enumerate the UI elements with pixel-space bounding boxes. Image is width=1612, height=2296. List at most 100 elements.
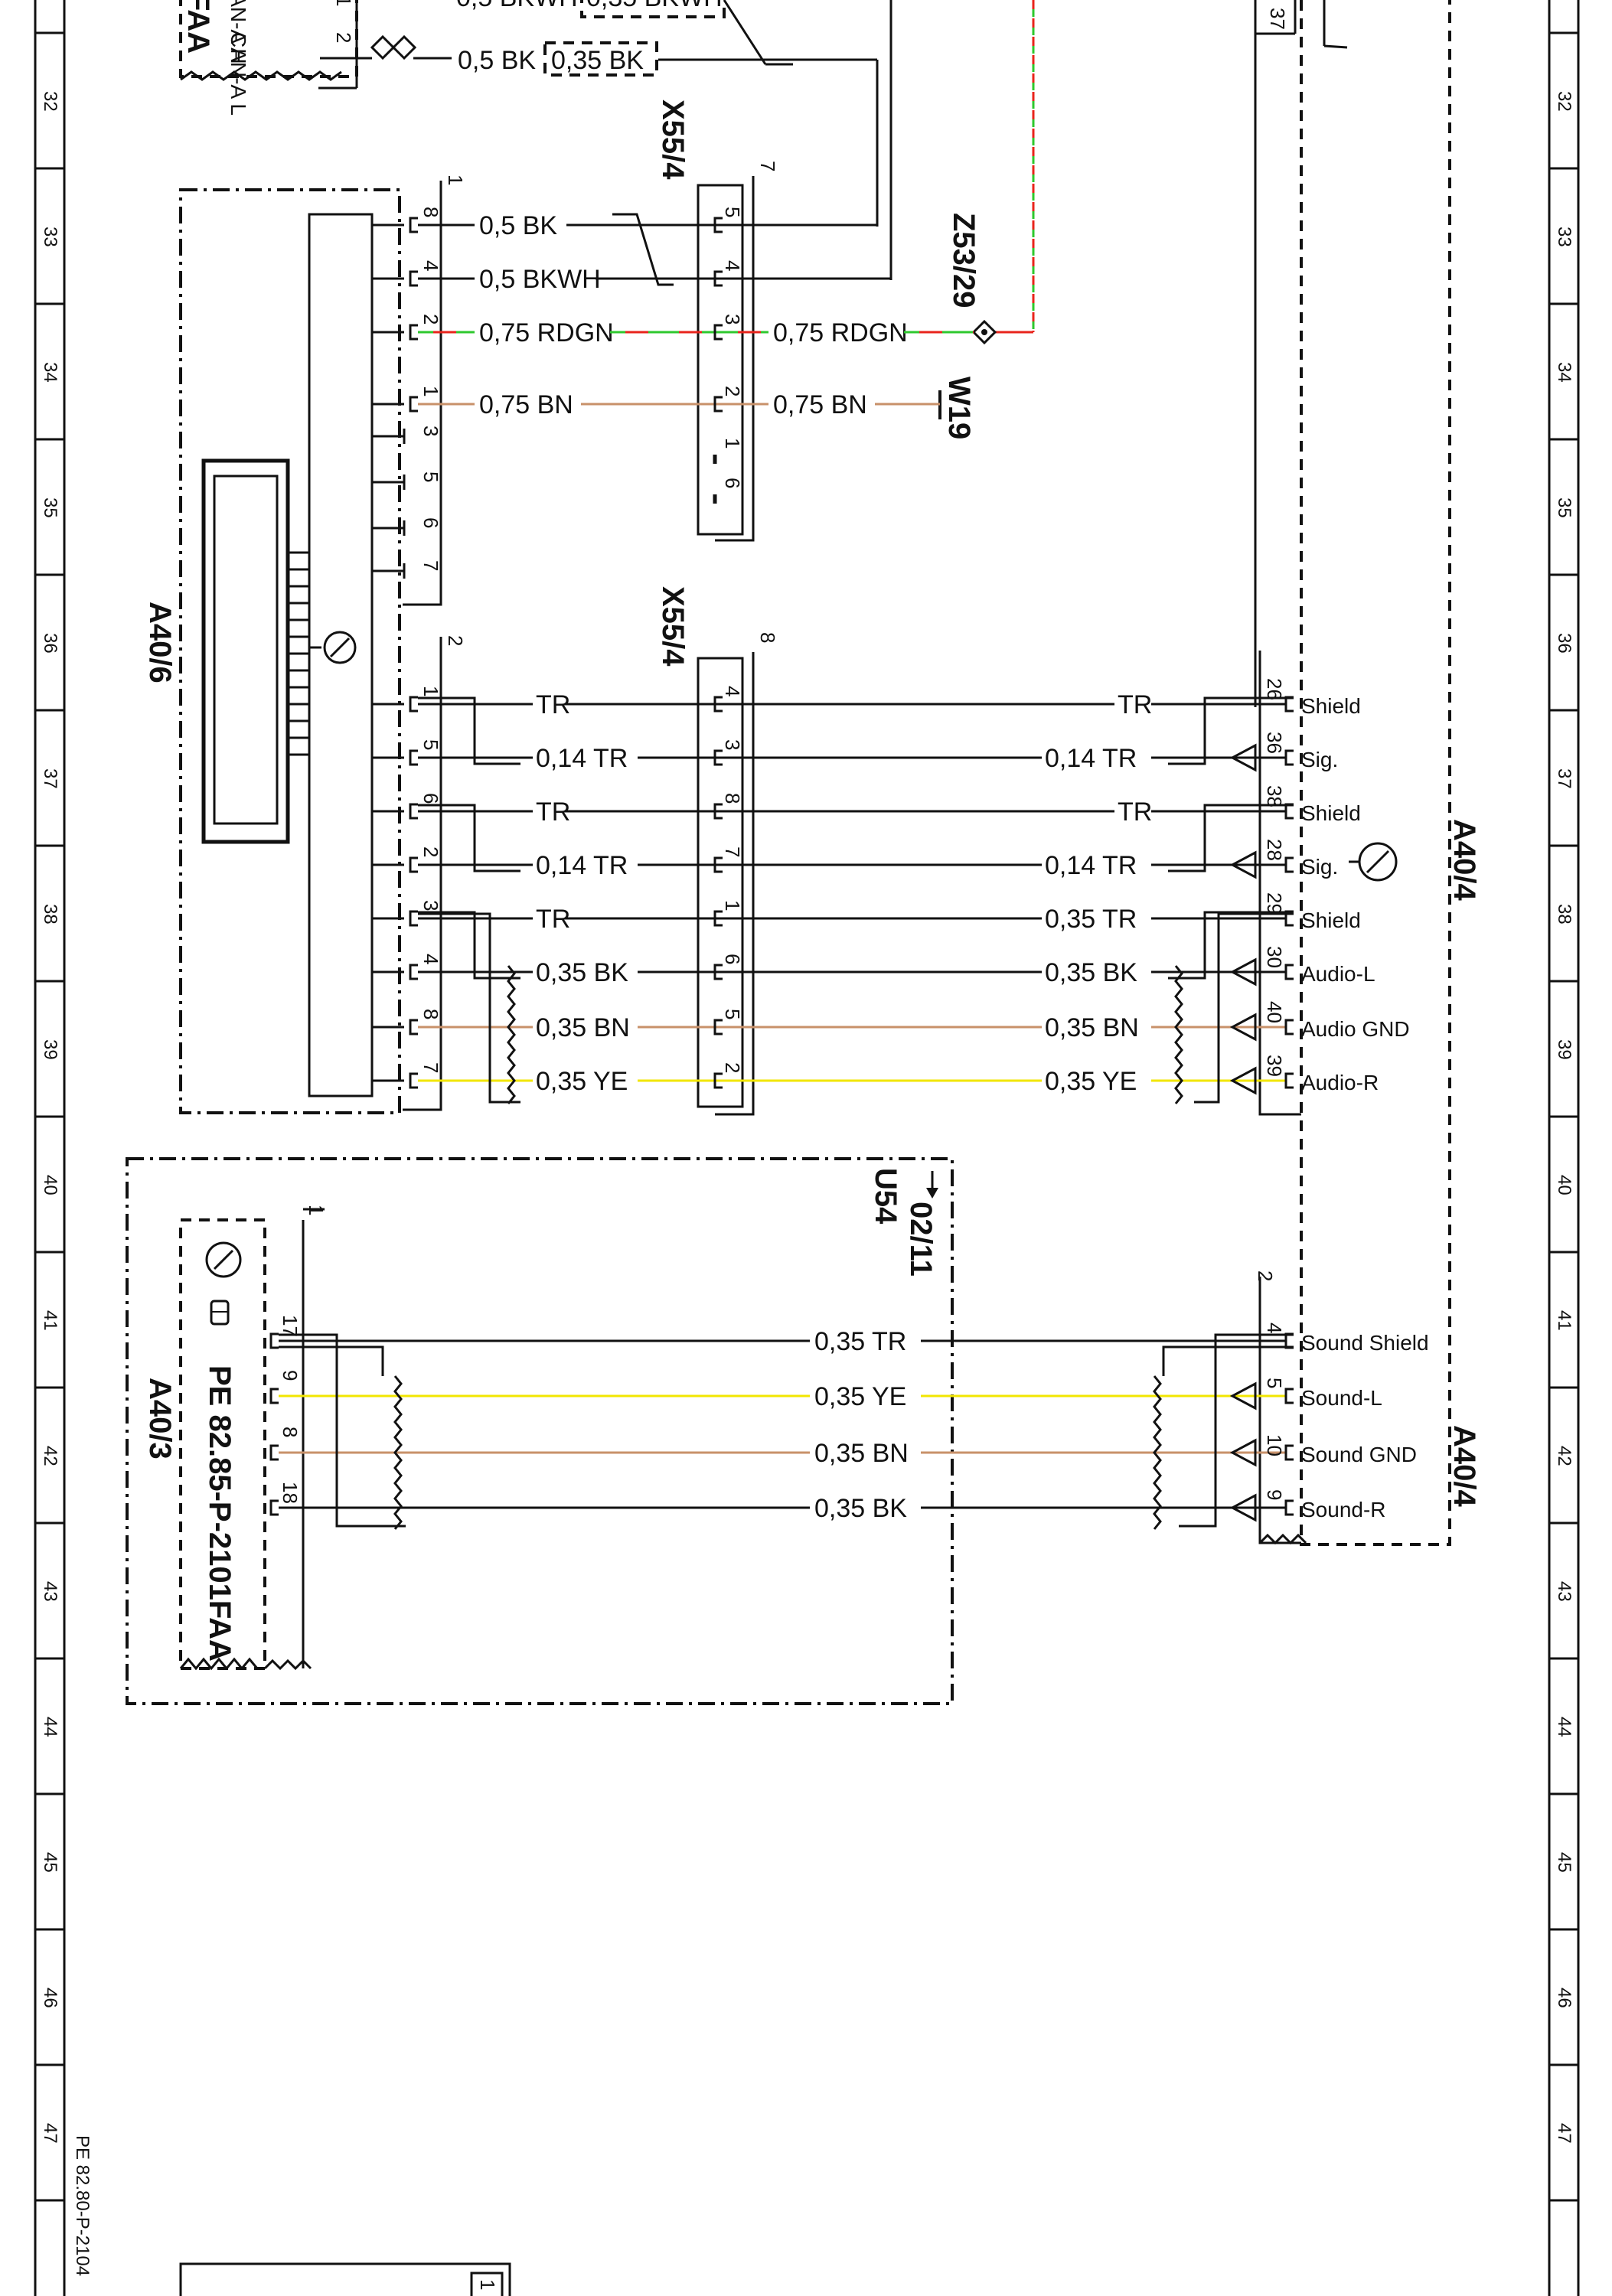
plug-1-wire-label: 0,5 BKWH — [479, 265, 601, 294]
ruler-row-label-left: 45 — [40, 1852, 60, 1873]
sound-right-pin-number: 4 — [1263, 1322, 1286, 1333]
plug-2-pin-number: 1 — [419, 686, 442, 696]
shield-bracket-left — [418, 804, 520, 872]
plug-2-wire-label: 0,35 YE — [536, 1067, 628, 1096]
x55-4-lower: X55/4 8 — [656, 586, 779, 1116]
ruler-row-label-left: 47 — [40, 2123, 60, 2144]
ruler-row-label-right: 42 — [1554, 1446, 1574, 1466]
plug-2-pin-mark — [409, 749, 418, 766]
shield-wrap-left — [418, 912, 520, 1104]
shield-bracket-left — [418, 696, 520, 765]
z53-29-splice: Z53/29 — [947, 213, 997, 345]
x55-lower-right-label: TR — [1118, 797, 1152, 827]
x55-lower-pin-number: 3 — [721, 739, 744, 750]
ruler-row-label-left: 43 — [40, 1581, 60, 1602]
a40-4-signal-label: Shield — [1301, 801, 1361, 825]
a40-4-pin-number: 29 — [1263, 892, 1286, 915]
page-ruler: 3131323233333434353536363737383839394040… — [34, 0, 1580, 2296]
x55-lower-pin-number: 1 — [721, 900, 744, 911]
pe-reference-label: PE 82.85-P-2101FAA — [203, 1365, 237, 1662]
plug-1-pin-number: 2 — [419, 314, 442, 325]
plug-2-pin-number: 4 — [419, 954, 442, 964]
plug-2-pin-number: 6 — [419, 793, 442, 804]
z53-29-label: Z53/29 — [947, 213, 981, 308]
a40-4-pin-mark — [1284, 964, 1294, 980]
a40-4-lower-label: A40/4 — [1447, 1425, 1481, 1507]
plug-2-pin-number: 2 — [419, 846, 442, 857]
a40-4-pin-mark — [1284, 856, 1294, 873]
ruler-row-label-right: 35 — [1554, 497, 1574, 518]
plug-2-wire-label: TR — [536, 905, 570, 934]
sound-right-pin-number: 5 — [1263, 1378, 1286, 1388]
a40-4-upper-label: A40/4 — [1447, 819, 1481, 901]
x55-lower-pin-mark — [713, 910, 723, 927]
can-pin-1: 1 — [332, 0, 355, 6]
plug-1-pin-number: 4 — [419, 260, 442, 271]
x55-lower-right-label: 0,35 BN — [1045, 1013, 1139, 1042]
ruler-row-label-left: 34 — [40, 362, 60, 383]
sound-shield-tail-left — [279, 1345, 384, 1376]
x55-lower-pin-number: 6 — [721, 954, 744, 964]
plug-2-wire-label: 0,14 TR — [536, 744, 628, 773]
x55-4-upper-label: X55/4 — [656, 99, 690, 180]
x55-lower-right-label: 0,35 BK — [1045, 958, 1137, 987]
ruler-row-label-right: 38 — [1554, 904, 1574, 925]
a40-4-pin-mark — [1284, 749, 1294, 766]
sound-twisted-marker-right — [1153, 1375, 1162, 1530]
x55-lower-pin-mark — [713, 964, 723, 980]
a40-4-signal-label: Shield — [1301, 908, 1361, 932]
x55-lower-pin-number: 5 — [721, 1009, 744, 1019]
sound-signal-label: Sound GND — [1301, 1443, 1417, 1466]
plug-2-pin-mark — [409, 803, 418, 820]
sound-right-pin-mark — [1284, 1499, 1294, 1516]
x55-upper-extra-pin-1: 1 — [721, 438, 744, 448]
plug-1-pin-mark — [409, 270, 418, 287]
ruler-row-label-right: 46 — [1554, 1988, 1574, 2008]
a40-4-signal-label: Audio GND — [1301, 1017, 1410, 1041]
x55-lower-pin-mark — [713, 856, 723, 873]
hand-pointer-icon — [210, 1300, 230, 1326]
x55-lower-pin-mark — [713, 803, 723, 820]
a40-4-signal-label: Audio-L — [1301, 962, 1375, 986]
plug-1-pin-mark — [409, 396, 418, 413]
x55-upper-pin-mark — [713, 396, 723, 413]
ruler-row-label-left: 37 — [40, 768, 60, 789]
shield-bracket-right — [1168, 911, 1294, 980]
top-box-bkwh: 0,35 BKWH — [586, 0, 723, 12]
arrow-down-icon — [926, 1171, 938, 1199]
amplifier-triangle-icon — [1229, 1381, 1257, 1411]
corner-box-text: 1 — [476, 2279, 499, 2290]
ruler-row-label-right: 40 — [1554, 1175, 1574, 1195]
x55-upper-number: 7 — [756, 161, 779, 171]
a40-3-label: A40/3 — [143, 1378, 177, 1459]
plug-2-pin-number: 3 — [419, 900, 442, 911]
plug-2-wire-label: 0,35 BK — [536, 958, 628, 987]
sound-left-pin-number: 9 — [279, 1370, 302, 1381]
faa-reference-label: FAA — [181, 0, 215, 54]
plug-1-wire-label: 0,75 RDGN — [479, 318, 614, 347]
can-section: FAA CAN-A H CAN-A L 1 2 0,5 BKWH 0,35 BK… — [179, 0, 1348, 707]
can-pin-2: 2 — [332, 32, 355, 43]
plug-2-pin-mark — [409, 1072, 418, 1089]
plug-1-extra-pin-number: 5 — [419, 471, 442, 482]
amplifier-triangle-icon — [1229, 1013, 1257, 1042]
x55-upper-extra-pin-6: 6 — [721, 478, 744, 488]
plug-1-extra-pin-number: 3 — [419, 426, 442, 436]
sound-right-pin-mark — [1284, 1388, 1294, 1404]
sound-left-pin-mark — [269, 1499, 279, 1516]
ref-02-11-label: 02/11 — [904, 1202, 938, 1277]
x55-upper-pin-mark — [713, 324, 723, 341]
plug-2-pin-mark — [409, 910, 418, 927]
sound-left-pin-mark — [269, 1388, 279, 1404]
x55-upper-pin-number: 3 — [721, 314, 744, 325]
can-a-l-label: CAN-A L — [227, 32, 250, 116]
ruler-row-label-right: 32 — [1554, 91, 1574, 112]
sound-shield-wrap-right — [1179, 1333, 1294, 1528]
sound-plug-right-number: 2 — [1254, 1270, 1277, 1281]
ruler-row-label-right: 36 — [1554, 633, 1574, 654]
top-wire-bkwh: 0,5 BKWH — [456, 0, 578, 12]
plug-1-extra-pin-number: 7 — [419, 560, 442, 571]
x55-lower-pin-mark — [713, 1019, 723, 1035]
